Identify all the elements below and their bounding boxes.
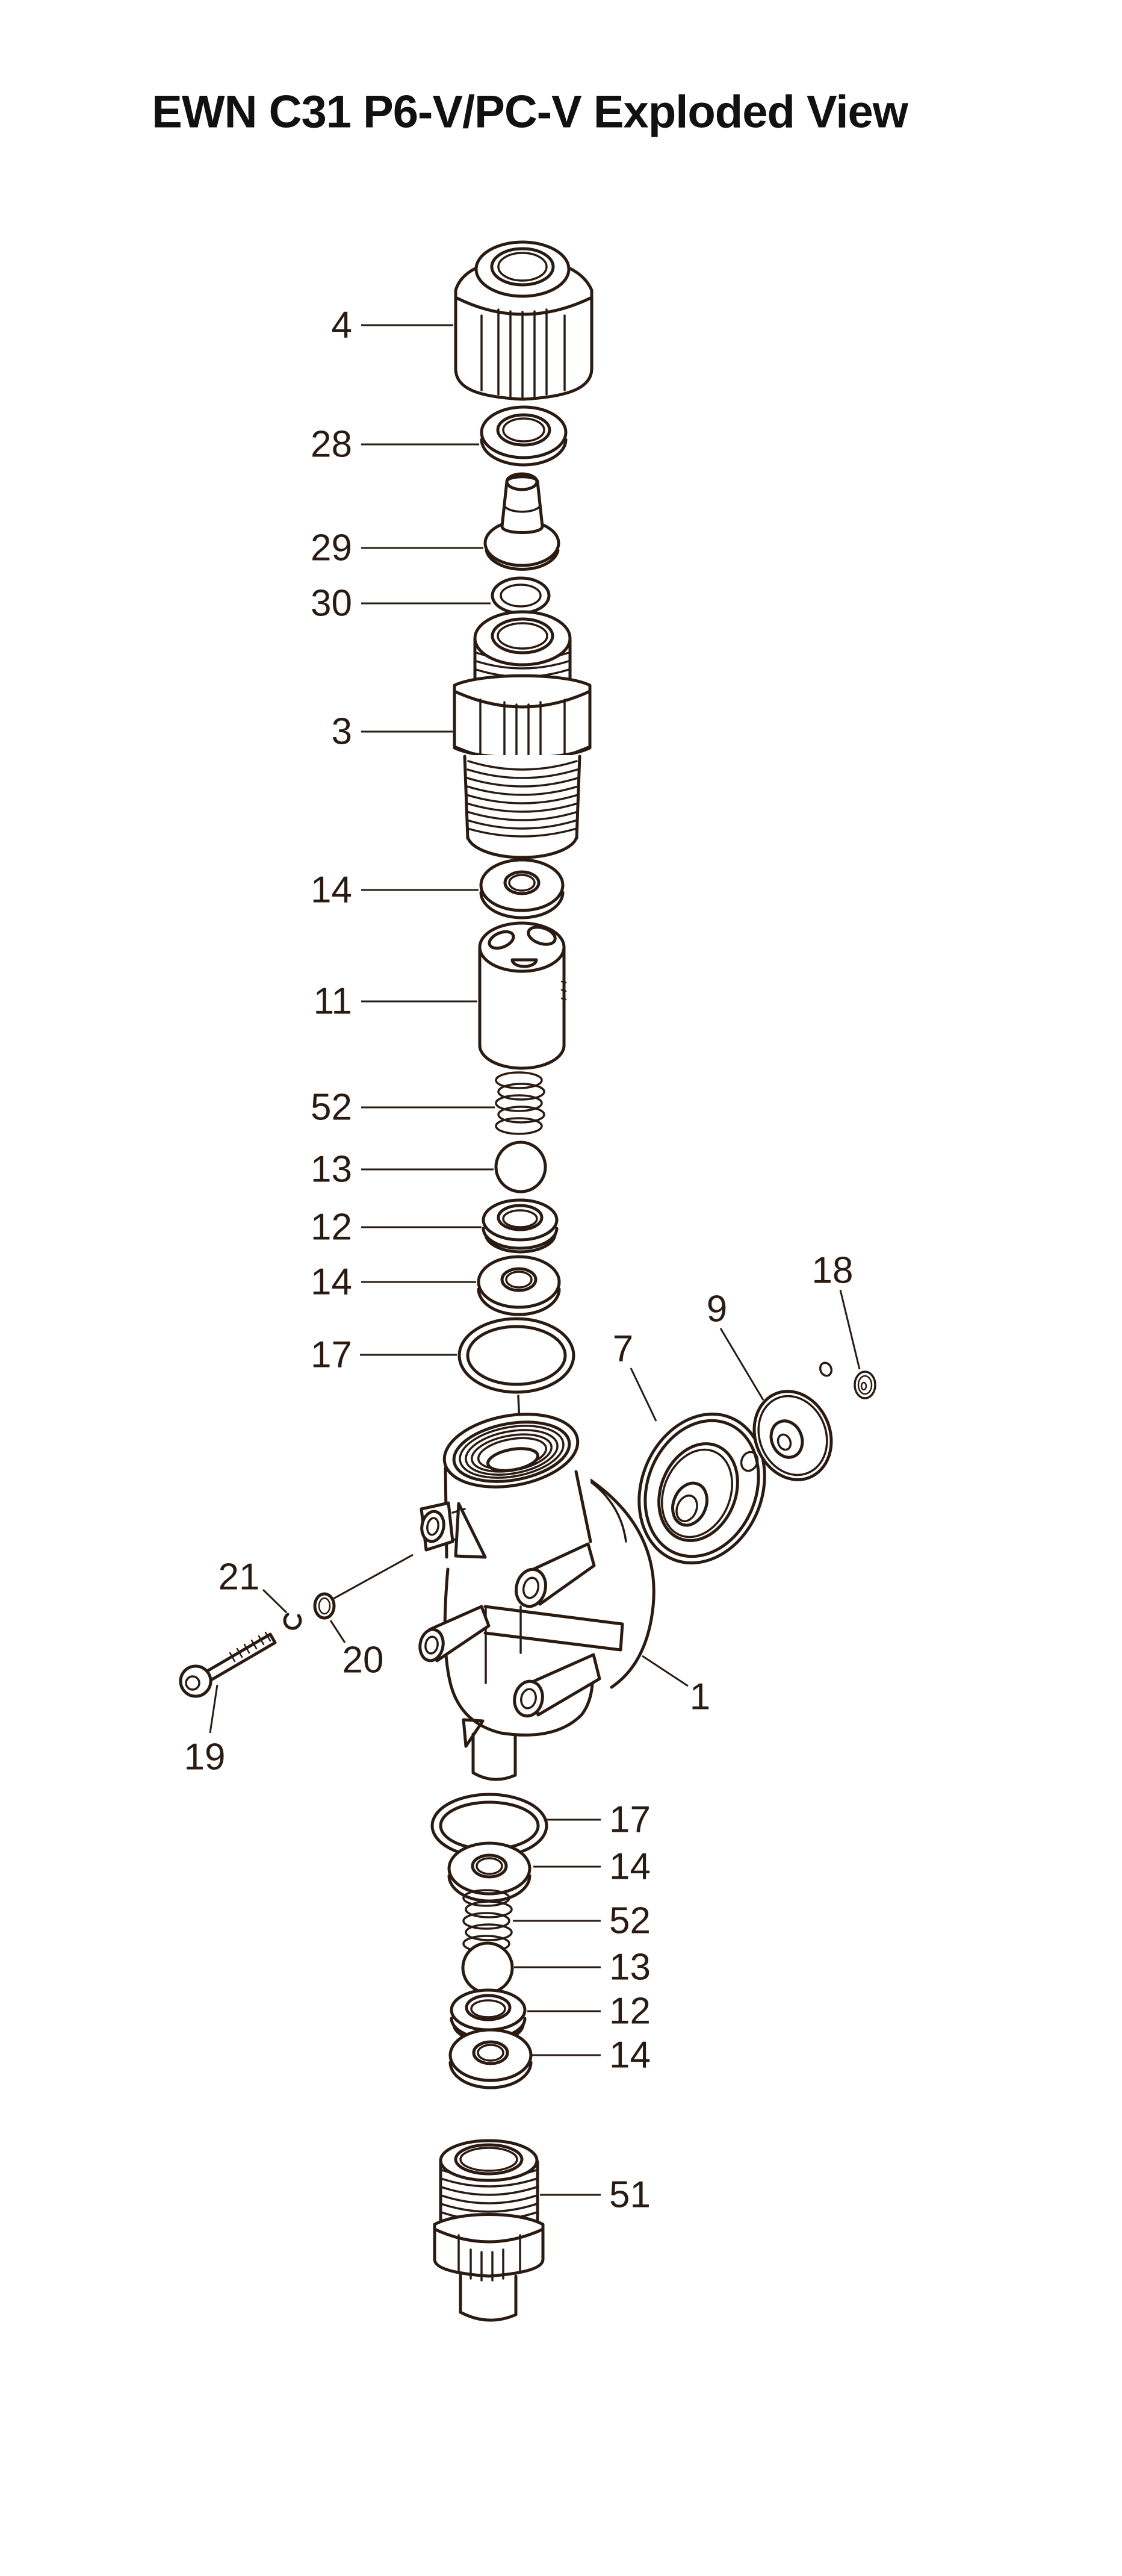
callout-label-14-10: 14 [311,1262,352,1303]
callout-label-14-5: 14 [311,870,352,911]
callout-label-3-4: 3 [332,711,352,753]
callout-label-7-12: 7 [613,1328,633,1370]
callout-label-29-2: 29 [311,527,352,569]
callout-label-13-8: 13 [311,1149,352,1190]
part-52-valve-spring-a [495,1071,545,1135]
callout-label-52-7: 52 [311,1087,352,1128]
part-13-valve-ball-a [494,1140,547,1193]
callout-leader-9 [719,1328,764,1401]
callout-label-13-22: 13 [609,1947,651,1988]
part-1-pump-head-body [418,1413,656,1781]
part-11-valve-guide-cylinder [478,921,567,1070]
callout-label-52-21: 52 [609,1900,651,1942]
part-21-retaining-clip [283,1613,302,1630]
callout-leader-1 [642,1655,689,1687]
part-20-o-ring-mini [313,1592,336,1620]
callout-label-12-9: 12 [311,1207,352,1248]
part-28-washer-ring [480,405,568,467]
callout-label-21-15: 21 [219,1557,260,1598]
callout-label-19-17: 19 [184,1737,226,1778]
part-52-valve-spring-b [462,1889,513,1953]
part-14-gasket-washer-d [448,2028,533,2089]
part-7-diaphragm [637,1412,766,1565]
part-3-threaded-nipple [453,610,592,859]
callout-label-20-16: 20 [342,1640,384,1681]
callout-label-17-19: 17 [609,1799,651,1841]
callout-label-12-23: 12 [609,1991,651,2032]
callout-label-4-0: 4 [332,305,352,346]
callout-label-14-24: 14 [609,2035,651,2076]
part-17-o-ring-large-a [457,1317,575,1394]
part-14-gasket-washer-a [479,858,565,919]
callout-label-51-25: 51 [609,2174,651,2216]
callout-label-18-14: 18 [812,1250,854,1292]
callout-leader-19 [209,1684,219,1734]
callout-leader-18 [839,1289,861,1370]
callout-label-14-20: 14 [609,1846,651,1888]
part-19-socket-head-bolt [179,1631,277,1698]
callout-label-11-6: 11 [314,981,352,1022]
callout-label-30-3: 30 [311,583,352,624]
callout-label-28-1: 28 [311,424,352,465]
callout-leader-21 [262,1588,288,1614]
part-4-fitting-nut [454,240,594,401]
part-12-valve-seat-a [482,1198,559,1254]
part-18-small-grommet [854,1370,876,1399]
assembly-leader-0 [332,1554,414,1601]
part-29-hose-adapter [483,472,560,571]
callout-leader-20 [329,1620,346,1643]
part-14-gasket-washer-c [447,1841,532,1903]
callout-label-17-11: 17 [311,1334,352,1376]
page-title: EWN C31 P6-V/PC-V Exploded View [152,87,909,138]
part-14-gasket-washer-b [477,1255,561,1316]
part-9-retainer-disc [752,1361,833,1481]
callout-label-1-18: 1 [690,1676,710,1718]
part-30-o-ring-small [491,576,551,615]
callout-label-9-13: 9 [707,1289,727,1330]
callout-leader-7 [630,1367,657,1422]
part-51-drain-plug [433,2139,545,2322]
part-13-valve-ball-b [461,1941,514,1994]
